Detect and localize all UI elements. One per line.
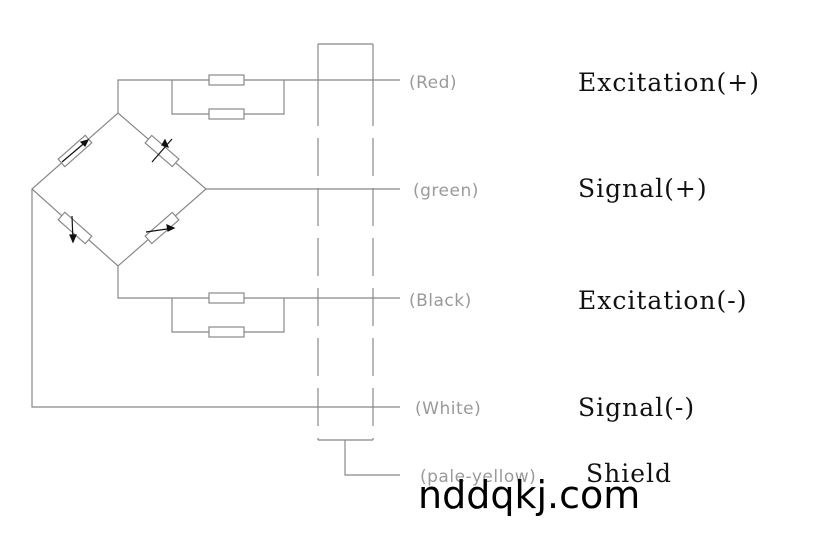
signal-name-label: Excitation(+) — [578, 68, 760, 97]
bridge-adjust-arrow-upper-right — [151, 138, 173, 163]
cable-shield — [317, 43, 400, 476]
signal-name-label: Excitation(-) — [578, 286, 747, 315]
wire-color-label: (green) — [413, 181, 479, 201]
compensation-resistor-top-1 — [208, 74, 245, 86]
compensation-resistor-top-2 — [208, 108, 245, 120]
compensation-resistor-bottom-2 — [208, 326, 245, 338]
excitation-minus-lead — [117, 266, 400, 338]
wire-color-label: (White) — [415, 399, 481, 419]
wire-color-label: (pale-yellow) — [420, 467, 536, 487]
bridge-resistor-lower-right — [144, 211, 180, 245]
compensation-resistor-bottom-1 — [208, 292, 245, 304]
bridge-adjust-arrow-lower-left — [69, 215, 77, 244]
wire-color-label: (Black) — [409, 291, 472, 311]
signal-name-label: Signal(+) — [578, 174, 708, 203]
bridge-resistor-lower-left — [57, 211, 93, 245]
wire-color-label: (Red) — [409, 73, 457, 93]
shield-drain-lead — [344, 440, 400, 476]
signal-name-label: Signal(-) — [578, 393, 695, 422]
wheatstone-bridge — [31, 112, 207, 267]
signal-name-label: Shield — [586, 459, 672, 488]
bridge-adjust-arrow-lower-right — [145, 224, 176, 233]
signal-minus-lead — [31, 189, 400, 408]
excitation-plus-lead — [117, 74, 400, 120]
watermark-text: nddqkj.com — [418, 473, 640, 517]
bridge-outline — [31, 112, 207, 267]
bridge-adjust-arrow-upper-left — [61, 139, 90, 163]
